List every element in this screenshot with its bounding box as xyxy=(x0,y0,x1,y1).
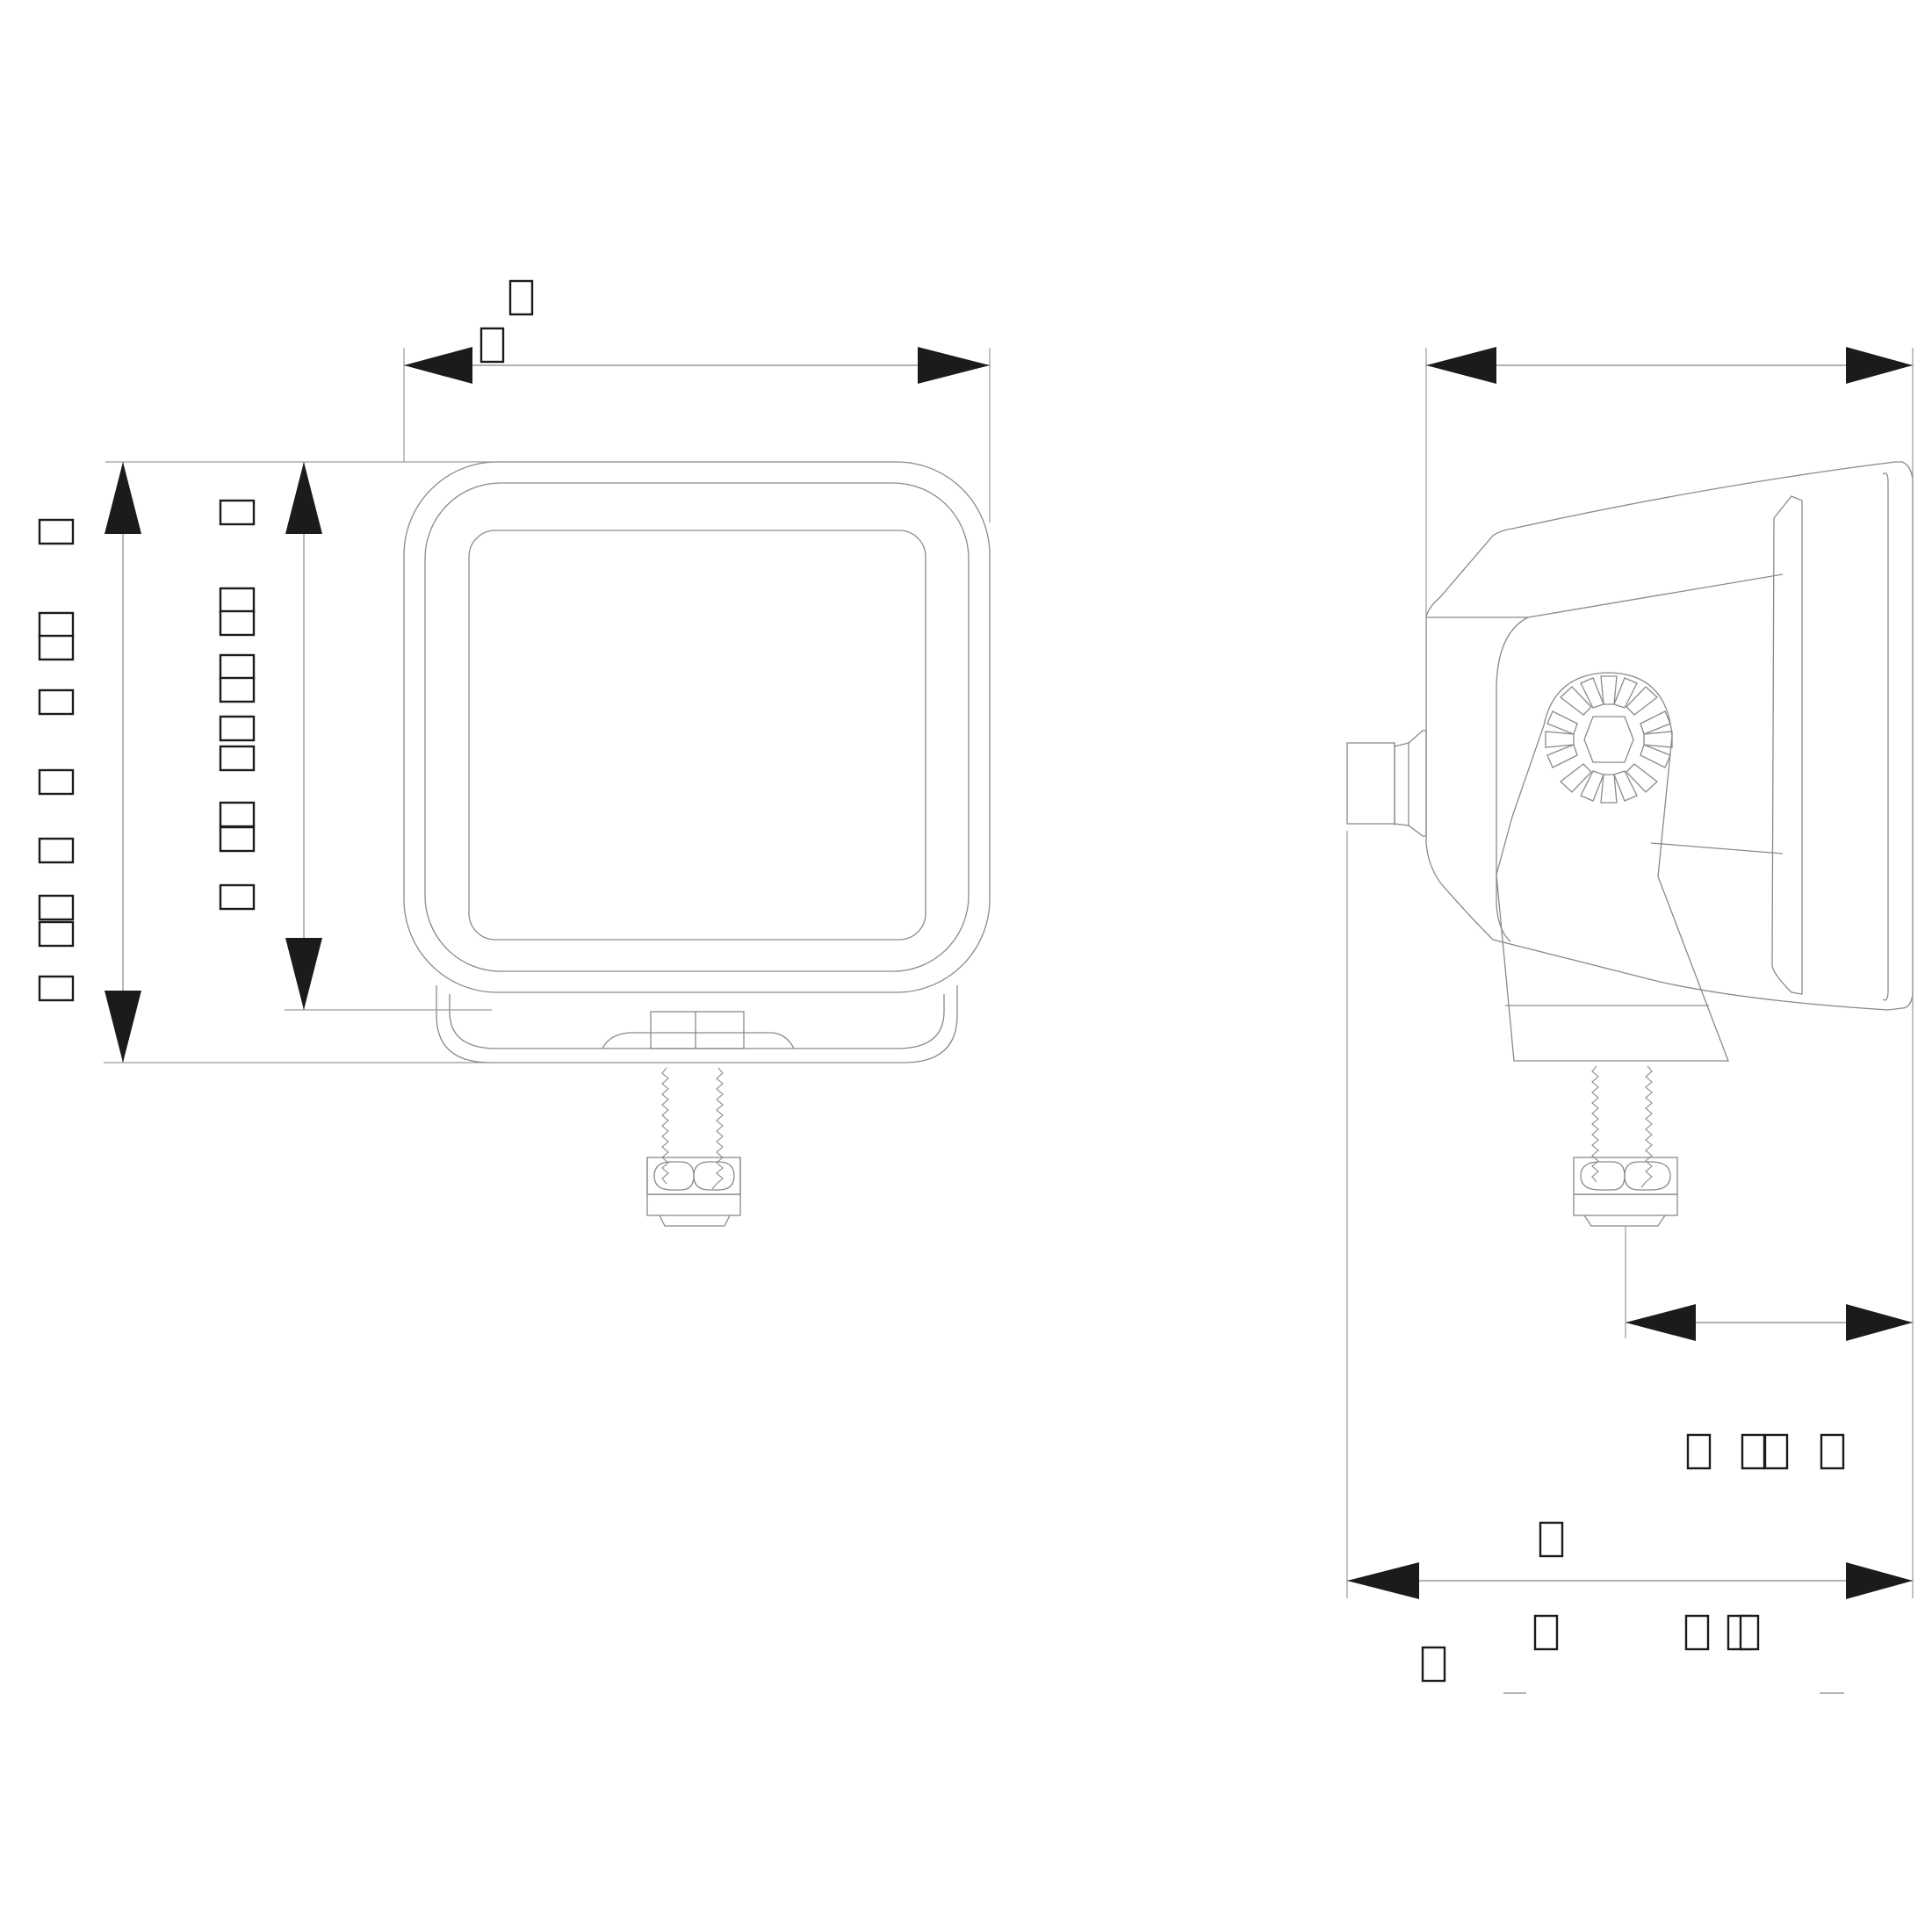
missing-glyph xyxy=(1739,1614,1760,1651)
missing-glyph xyxy=(479,327,505,364)
dim-side-depth xyxy=(1426,347,1913,384)
side-bracket xyxy=(1496,672,1729,1062)
side-knob xyxy=(1545,675,1673,804)
dim-inner-height xyxy=(219,462,322,1010)
front-lens xyxy=(468,530,926,941)
side-lens-edge xyxy=(1882,472,1889,1001)
front-bracket-tab xyxy=(650,1011,745,1049)
missing-glyph xyxy=(508,279,534,316)
missing-glyph xyxy=(219,609,256,637)
missing-glyph xyxy=(1820,1433,1845,1470)
dim-outer-height xyxy=(38,462,141,1063)
arrowhead xyxy=(1626,1304,1696,1341)
front-bolt xyxy=(646,1067,741,1227)
front-housing-outer xyxy=(403,461,991,993)
missing-glyph xyxy=(219,587,256,614)
front-housing-inner xyxy=(424,482,970,972)
front-bracket xyxy=(436,985,958,1063)
missing-glyph xyxy=(219,715,256,742)
front-bracket-foot xyxy=(602,1032,795,1049)
side-housing-outline xyxy=(1425,461,1914,1011)
side-view xyxy=(1346,347,1914,1694)
side-inner-contour xyxy=(1496,616,1529,942)
missing-glyph xyxy=(1741,1433,1766,1470)
arrowhead xyxy=(1426,347,1496,384)
missing-glyph xyxy=(1686,1433,1712,1470)
missing-glyph xyxy=(38,518,75,545)
missing-glyph xyxy=(1763,1433,1789,1470)
arrowhead xyxy=(1347,1562,1419,1599)
missing-glyph xyxy=(219,883,256,911)
missing-glyph xyxy=(219,825,256,853)
side-seam-lower xyxy=(1650,842,1784,854)
missing-glyph xyxy=(219,653,256,681)
side-bolt xyxy=(1573,1065,1678,1227)
front-bracket-inner xyxy=(449,994,945,1049)
hex-socket xyxy=(1583,716,1634,763)
arrowhead xyxy=(285,938,322,1010)
arrowhead xyxy=(918,347,990,384)
side-lens-bezel xyxy=(1771,495,1803,995)
side-connector xyxy=(1346,730,1427,837)
missing-glyph xyxy=(38,920,75,948)
missing-glyph xyxy=(38,688,75,716)
missing-glyph xyxy=(38,894,75,921)
missing-glyph xyxy=(38,611,75,638)
missing-glyph xyxy=(1684,1614,1710,1651)
missing-glyph xyxy=(38,975,75,1002)
dim-top-width xyxy=(404,279,990,384)
missing-glyph xyxy=(219,745,256,772)
arrowhead xyxy=(105,462,141,534)
arrowhead xyxy=(105,991,141,1063)
side-seam-upper xyxy=(1527,573,1784,618)
arrowhead xyxy=(285,462,322,534)
missing-glyph xyxy=(1539,1521,1564,1558)
arrowhead xyxy=(1846,347,1913,384)
arrowhead xyxy=(404,347,472,384)
missing-glyph xyxy=(38,837,75,864)
missing-glyph xyxy=(1533,1614,1559,1651)
front-view xyxy=(38,279,991,1227)
missing-glyph xyxy=(38,634,75,661)
arrowhead xyxy=(1846,1304,1913,1341)
missing-glyph xyxy=(38,768,75,796)
missing-glyph xyxy=(219,499,256,526)
missing-glyph xyxy=(219,801,256,828)
dim-total-depth xyxy=(1347,1521,1913,1694)
missing-glyph xyxy=(1421,1646,1446,1683)
arrowhead xyxy=(1846,1562,1913,1599)
dim-bracket-offset xyxy=(1626,1304,1913,1470)
missing-glyph xyxy=(219,676,256,703)
